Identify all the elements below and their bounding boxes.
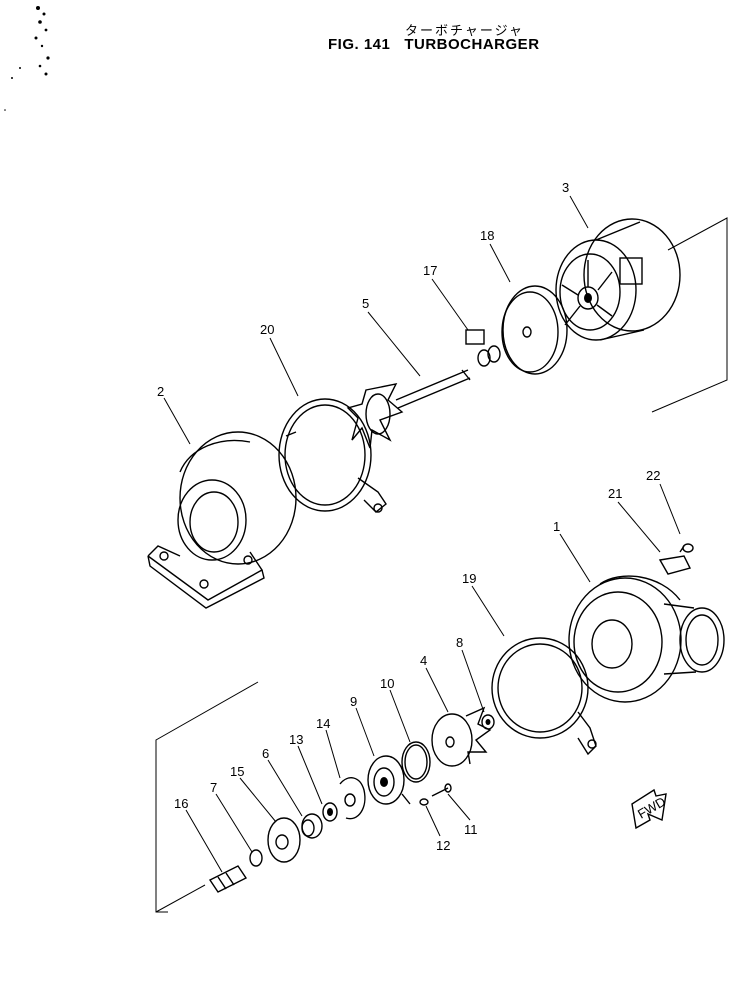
callout-1: 1 — [553, 519, 560, 534]
center-housing — [555, 218, 681, 341]
callout-11: 11 — [464, 822, 478, 837]
thrust-collar — [267, 817, 301, 863]
sleeve — [208, 865, 248, 893]
clamp-turbine — [278, 398, 387, 513]
callout-17: 17 — [423, 263, 437, 278]
figure-number: FIG. 141 — [328, 36, 391, 53]
callout-8: 8 — [456, 635, 463, 650]
callout-14: 14 — [316, 716, 330, 731]
plate-and-bolt — [658, 543, 694, 575]
turbine-wheel-shaft — [346, 369, 471, 449]
thrust-bearing — [301, 813, 323, 839]
callouts: 3 18 17 5 20 2 22 21 1 19 8 4 10 9 14 13… — [157, 180, 660, 853]
heat-shield — [501, 285, 568, 375]
leader-lines — [163, 195, 681, 873]
insert — [367, 755, 411, 805]
callout-15: 15 — [230, 764, 244, 779]
callout-10: 10 — [380, 676, 394, 691]
compressor-wheel — [431, 706, 495, 767]
callout-2: 2 — [157, 384, 164, 399]
thrust-ring — [322, 802, 338, 822]
figure-name: TURBOCHARGER — [404, 36, 540, 53]
clamp-compressor — [491, 637, 597, 756]
figure-title-japanese: ターボチャージャ — [405, 24, 524, 39]
callout-22: 22 — [646, 468, 660, 483]
fwd-arrow: FWD — [631, 788, 668, 830]
seal-rings — [465, 329, 501, 367]
callout-18: 18 — [480, 228, 494, 243]
thrust-plate — [339, 777, 366, 820]
screw-and-washer — [419, 783, 452, 806]
turbine-housing — [147, 431, 297, 609]
o-ring — [401, 741, 431, 783]
washer — [249, 849, 263, 867]
frame-lines — [155, 217, 728, 913]
callout-19: 19 — [462, 571, 476, 586]
callout-3: 3 — [562, 180, 569, 195]
callout-7: 7 — [210, 780, 217, 795]
callout-13: 13 — [289, 732, 303, 747]
figure-title: FIG. 141 TURBOCHARGER — [328, 36, 540, 53]
callout-6: 6 — [262, 746, 269, 761]
callout-21: 21 — [608, 486, 622, 501]
callout-4: 4 — [420, 653, 427, 668]
callout-5: 5 — [362, 296, 369, 311]
callout-12: 12 — [436, 838, 450, 853]
compressor-housing — [568, 575, 725, 703]
callout-20: 20 — [260, 322, 274, 337]
callout-16: 16 — [174, 796, 188, 811]
callout-9: 9 — [350, 694, 357, 709]
scan-noise — [4, 6, 50, 111]
